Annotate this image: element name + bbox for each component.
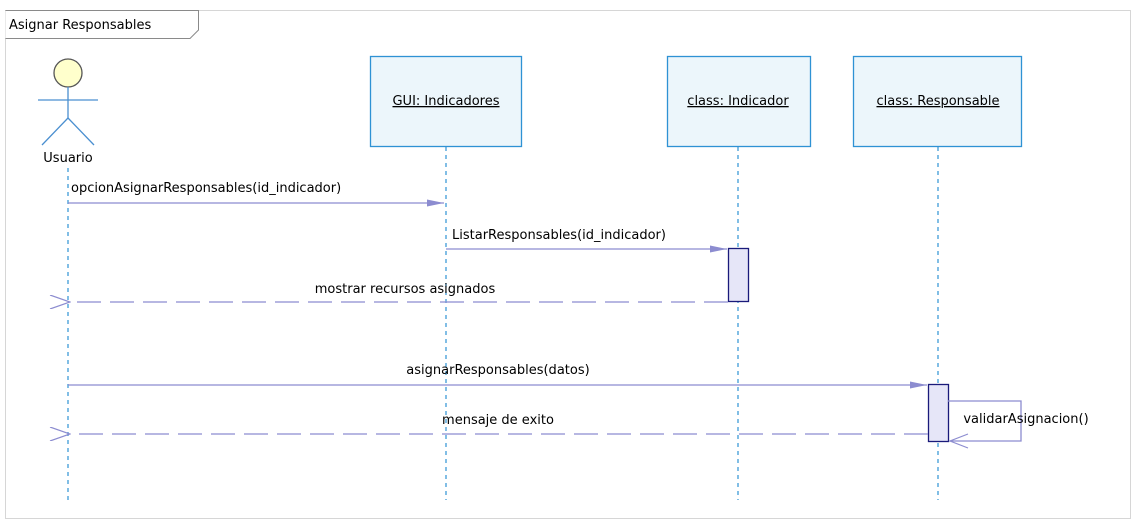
message-label: mensaje de exito xyxy=(442,413,554,428)
message-label: opcionAsignarResponsables(id_indicador) xyxy=(71,181,341,196)
message-asignar-responsables[interactable]: asignarResponsables(datos) xyxy=(68,363,927,389)
frame-title: Asignar Responsables xyxy=(9,18,151,33)
message-listar-responsables[interactable]: ListarResponsables(id_indicador) xyxy=(446,228,727,253)
activation-bar-class-indicador xyxy=(727,247,750,303)
self-message-validar-asignacion[interactable]: validarAsignacion() xyxy=(948,400,1089,449)
return-message-mostrar-recursos[interactable]: mostrar recursos asignados xyxy=(70,282,728,302)
lifeline-label-class-responsable: class: Responsable xyxy=(876,94,999,109)
stick-figure-actor-icon xyxy=(38,58,98,146)
message-opcion-asignar-responsables[interactable]: opcionAsignarResponsables(id_indicador) xyxy=(68,181,444,207)
message-label: validarAsignacion() xyxy=(963,412,1088,427)
lifeline-box-gui-indicadores[interactable]: GUI: Indicadores xyxy=(369,55,523,148)
message-label: mostrar recursos asignados xyxy=(315,282,496,297)
lifelines xyxy=(67,147,939,500)
actor-usuario[interactable]: Usuario xyxy=(38,58,98,166)
return-message-mensaje-exito[interactable]: mensaje de exito xyxy=(70,413,928,434)
lifeline-box-class-indicador[interactable]: class: Indicador xyxy=(666,55,812,148)
lifeline-label-gui-indicadores: GUI: Indicadores xyxy=(392,94,499,109)
lifeline-box-class-responsable[interactable]: class: Responsable xyxy=(852,55,1023,148)
lifeline-label-class-indicador: class: Indicador xyxy=(687,94,789,109)
actor-name: Usuario xyxy=(43,151,92,166)
message-label: asignarResponsables(datos) xyxy=(406,363,589,378)
activation-bar-class-responsable xyxy=(927,383,950,443)
message-label: ListarResponsables(id_indicador) xyxy=(452,228,666,243)
